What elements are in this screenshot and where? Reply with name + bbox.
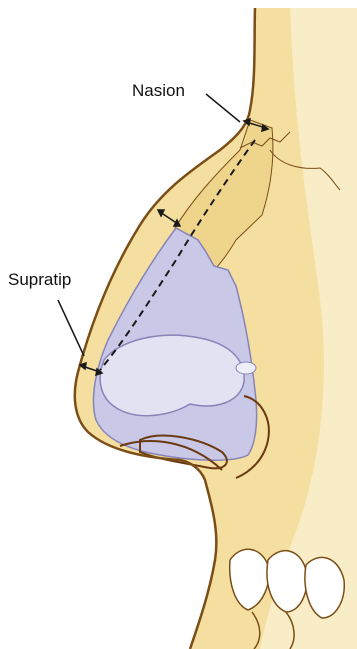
cartilage-highlight <box>236 362 256 374</box>
alar-cartilage <box>100 335 244 415</box>
label-supratip: Supratip <box>8 270 71 289</box>
label-nasion: Nasion <box>132 81 185 100</box>
